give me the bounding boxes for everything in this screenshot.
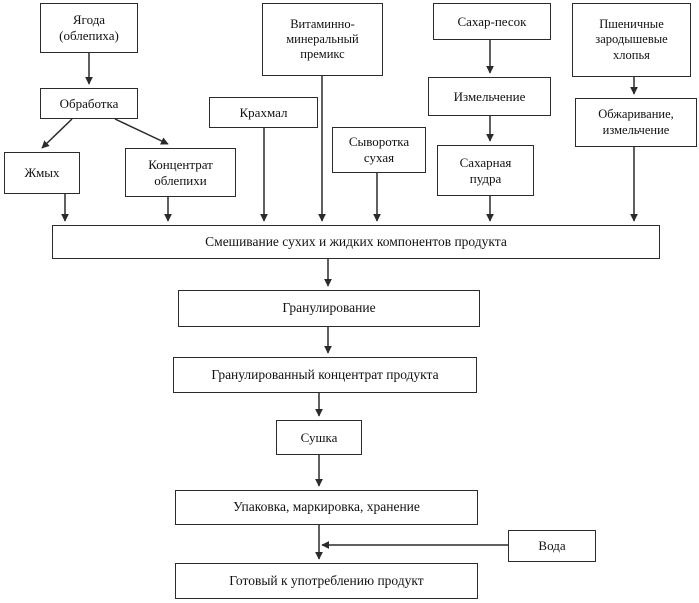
node-water-label: Вода	[538, 538, 566, 554]
node-sea-buckthorn-concentrate[interactable]: Концентрат облепихи	[125, 148, 236, 197]
node-berry-label: Ягода (облепиха)	[59, 12, 119, 43]
node-mixing[interactable]: Смешивание сухих и жидких компонентов пр…	[52, 225, 660, 259]
node-ready-to-eat-product-label: Готовый к употреблению продукт	[229, 572, 424, 588]
node-water[interactable]: Вода	[508, 530, 596, 562]
node-processing-label: Обработка	[59, 95, 119, 111]
node-packaging-labeling-storage-label: Упаковка, маркировка, хранение	[233, 499, 420, 515]
node-cake-label: Жмых	[24, 165, 60, 181]
node-roasting-grinding-label: Обжаривание, измельчение	[598, 107, 674, 137]
node-wheat-germ-flakes[interactable]: Пшеничные зародышевые хлопья	[572, 3, 691, 77]
node-granulated-sugar[interactable]: Сахар-песок	[433, 3, 551, 40]
node-granulated-sugar-label: Сахар-песок	[457, 13, 527, 29]
node-sugar-grinding-label: Измельчение	[453, 88, 526, 104]
node-vitamin-mineral-premix[interactable]: Витаминно- минеральный премикс	[262, 3, 383, 76]
node-granulated-concentrate-label: Гранулированный концентрат продукта	[211, 366, 439, 382]
node-powdered-sugar-label: Сахарная пудра	[459, 154, 512, 186]
node-cake[interactable]: Жмых	[4, 152, 80, 194]
node-powdered-sugar[interactable]: Сахарная пудра	[437, 145, 534, 196]
node-mixing-label: Смешивание сухих и жидких компонентов пр…	[205, 233, 507, 249]
node-granulated-concentrate[interactable]: Гранулированный концентрат продукта	[173, 357, 477, 393]
edge-processing-cake	[41, 118, 73, 149]
node-dry-whey[interactable]: Сыворотка сухая	[332, 127, 426, 173]
node-vitamin-mineral-premix-label: Витаминно- минеральный премикс	[286, 16, 359, 62]
node-starch-label: Крахмал	[239, 104, 288, 120]
node-drying-label: Сушка	[300, 429, 338, 445]
node-packaging-labeling-storage[interactable]: Упаковка, маркировка, хранение	[175, 490, 478, 525]
node-berry[interactable]: Ягода (облепиха)	[40, 3, 138, 53]
node-wheat-germ-flakes-label: Пшеничные зародышевые хлопья	[595, 17, 668, 62]
node-processing[interactable]: Обработка	[40, 88, 138, 119]
node-granulation[interactable]: Гранулирование	[178, 290, 480, 327]
node-roasting-grinding[interactable]: Обжаривание, измельчение	[575, 98, 697, 147]
node-sea-buckthorn-concentrate-label: Концентрат облепихи	[148, 156, 213, 188]
edge-processing-concentrate	[114, 118, 169, 145]
node-dry-whey-label: Сыворотка сухая	[348, 134, 410, 165]
node-granulation-label: Гранулирование	[282, 300, 376, 316]
node-sugar-grinding[interactable]: Измельчение	[428, 77, 551, 116]
node-drying[interactable]: Сушка	[276, 420, 362, 455]
node-ready-to-eat-product[interactable]: Готовый к употреблению продукт	[175, 563, 478, 599]
node-starch[interactable]: Крахмал	[209, 97, 318, 128]
